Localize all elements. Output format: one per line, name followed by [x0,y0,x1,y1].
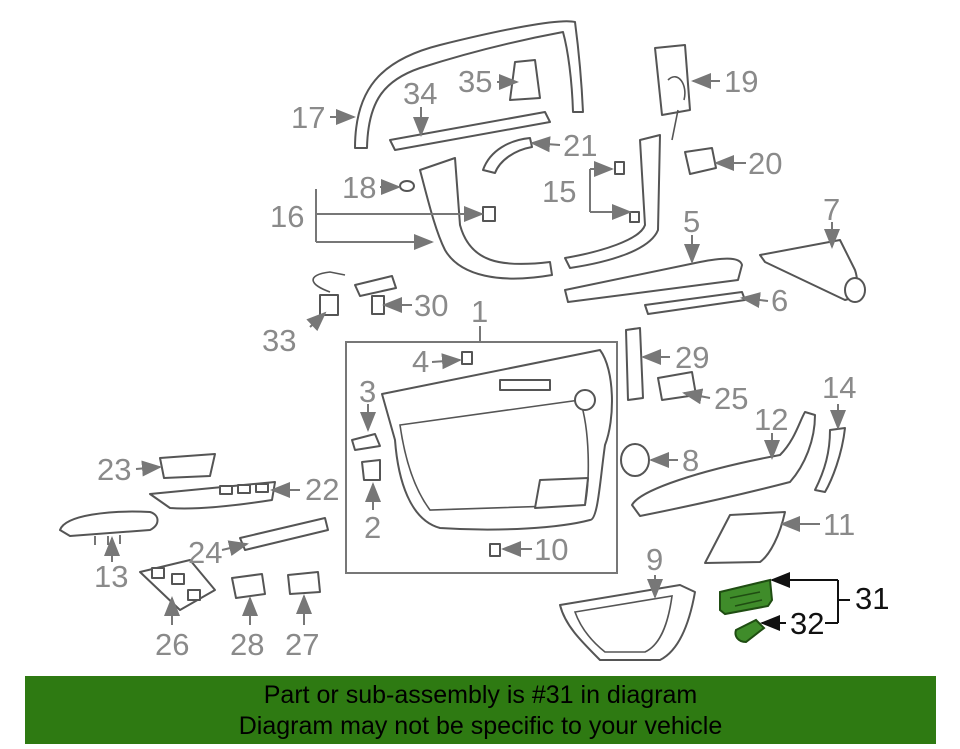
callout-19: 19 [724,64,758,99]
part-15-pillar-trim [564,134,661,269]
part-1-box [345,341,618,574]
callout-16: 16 [270,199,304,234]
part-32-highlighted [734,618,766,644]
callout-7: 7 [823,192,840,227]
callout-2: 2 [364,510,381,545]
callout-30: 30 [414,288,448,323]
callout-3: 3 [359,374,376,409]
callout-4: 4 [412,344,429,379]
callout-28: 28 [230,627,264,662]
callout-33: 33 [262,323,296,358]
part-6-strip [644,291,746,315]
part-24-trim [239,517,329,551]
leader-lines [104,73,850,631]
callout-17: 17 [291,100,325,135]
part-12-trim [631,411,816,517]
callout-20: 20 [748,146,782,181]
part-19-mirror-cover [654,44,691,141]
banner-line-1: Part or sub-assembly is #31 in diagram [263,681,698,709]
banner-line-2: Diagram may not be specific to your vehi… [238,712,723,740]
part-21-trim [482,137,533,174]
callout-31: 31 [855,581,889,616]
callout-1: 1 [471,294,488,329]
callout-35: 35 [458,64,492,99]
callout-6: 6 [771,283,788,318]
callout-18: 18 [342,170,376,205]
callout-12: 12 [754,402,788,437]
part-29-strip [625,327,644,401]
part-27-switch [287,571,321,595]
part-22-switch-panel [149,481,276,510]
part-23-bezel [159,453,216,479]
part-30-handle [354,275,397,315]
callout-14: 14 [822,370,856,405]
part-5-upper-trim [564,257,743,303]
part-9-map-pocket [559,584,696,661]
callout-32: 32 [790,606,824,641]
callout-23: 23 [97,452,131,487]
part-35-mirror-patch [509,59,541,101]
part-16-inner-frame [399,157,553,280]
callout-15: 15 [542,174,576,209]
callout-10: 10 [534,532,568,567]
callout-5: 5 [683,204,700,239]
part-1-door-panel [351,349,613,557]
part-14-strip [814,427,846,493]
callout-labels: 1 2 3 4 5 6 7 8 9 10 11 12 13 14 15 16 1… [94,64,889,662]
callout-9: 9 [646,542,663,577]
callout-29: 29 [675,340,709,375]
info-banner: Part or sub-assembly is #31 in diagram D… [25,676,936,744]
callout-21: 21 [563,128,597,163]
part-34-strip [389,111,551,151]
callout-8: 8 [682,443,699,478]
part-33-connector [312,271,346,316]
callout-24: 24 [188,535,222,570]
callout-27: 27 [285,627,319,662]
part-20-clip [684,147,717,175]
part-28-switch [231,573,266,599]
callout-34: 34 [403,76,437,111]
callout-25: 25 [714,381,748,416]
part-8-vent [620,443,650,477]
callout-11: 11 [823,507,855,542]
part-31-highlighted [719,578,774,616]
part-13-armrest [59,510,159,545]
callout-13: 13 [94,559,128,594]
callout-22: 22 [305,472,339,507]
part-17-window-frame [354,20,584,149]
part-11-panel [704,511,786,564]
part-7-speaker-bracket [759,239,866,303]
callout-26: 26 [155,627,189,662]
part-25-switch [657,371,697,401]
